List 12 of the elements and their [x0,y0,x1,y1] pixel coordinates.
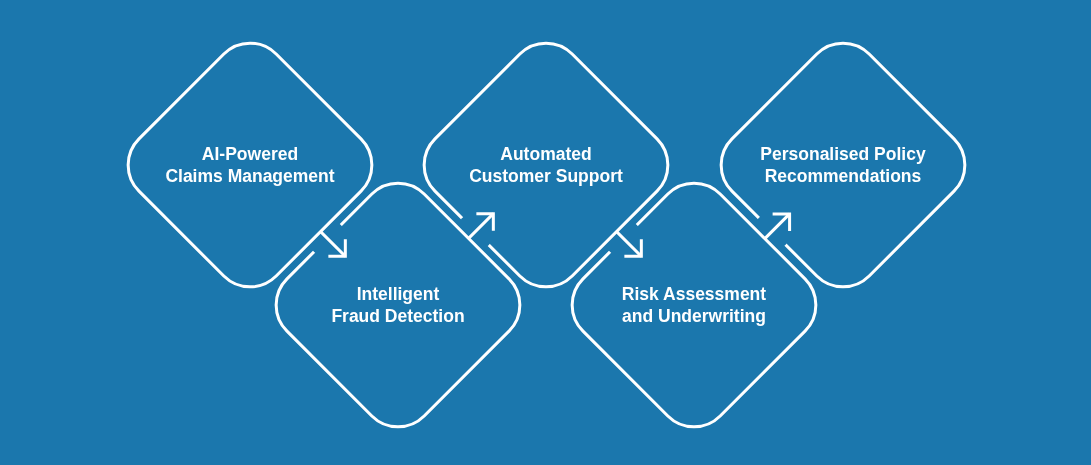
node-label: Personalised Policy Recommendations [760,143,926,187]
node-label: Risk Assessment and Underwriting [621,283,767,327]
node-label: Intelligent Fraud Detection [331,283,465,327]
process-diamond [422,41,670,289]
process-diamond [126,41,374,289]
node-label: AI-Powered Claims Management [165,143,335,187]
arrow [615,230,643,258]
arrow [763,212,792,240]
arrow [467,212,495,240]
node-label: Automated Customer Support [469,143,623,187]
process-diamond [719,41,967,289]
arrow [319,230,347,258]
